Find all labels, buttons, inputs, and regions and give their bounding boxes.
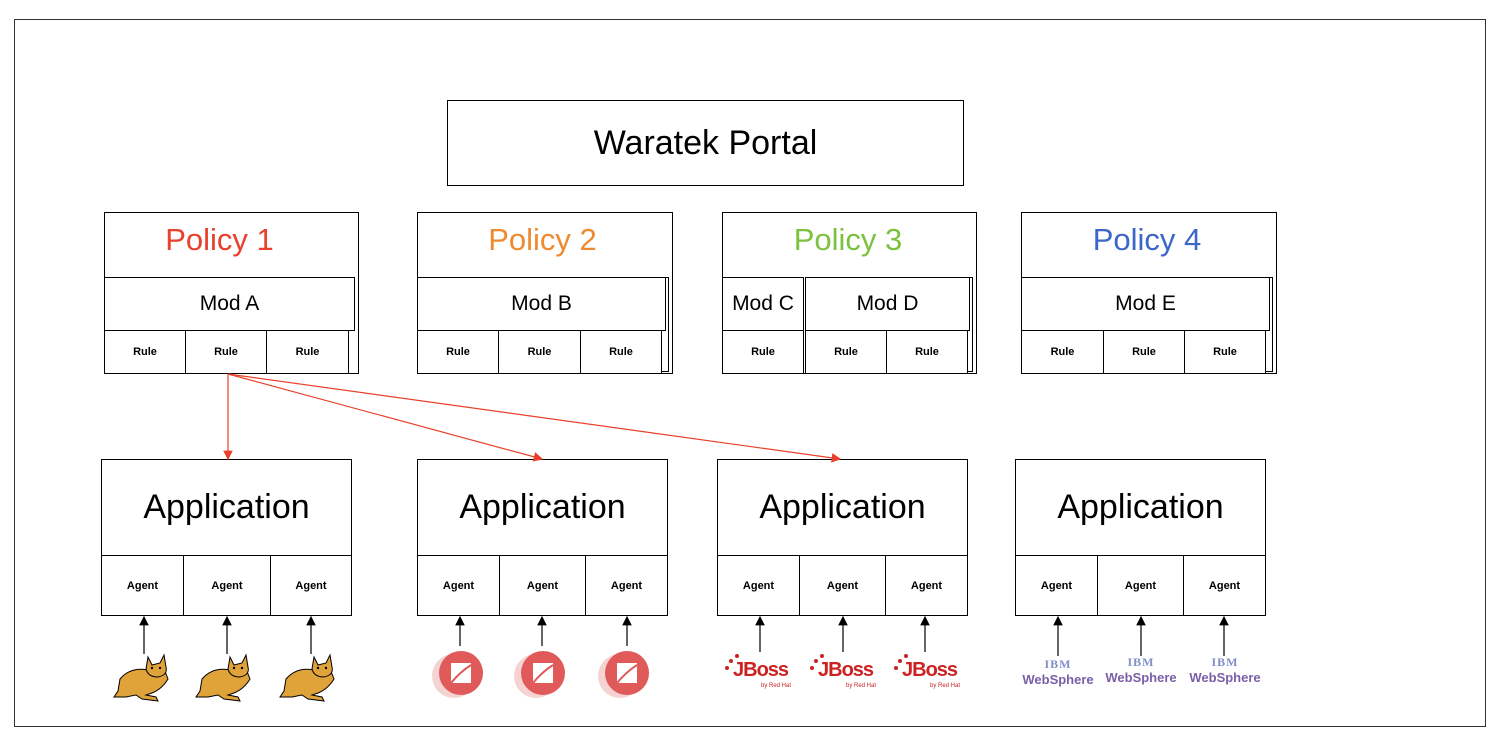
agent-cell: Agent xyxy=(101,555,184,616)
diagram-frame xyxy=(14,19,1486,727)
websphere-text: WebSphere xyxy=(1022,672,1094,687)
agent-cell: Agent xyxy=(585,555,668,616)
policy-connector-arrow xyxy=(227,373,842,463)
agent-cell: Agent xyxy=(885,555,968,616)
application-title: Application xyxy=(759,488,926,526)
application-box: Application xyxy=(717,459,968,556)
mod-d-box: Mod D xyxy=(805,277,970,331)
policy-4-title: Policy 4 xyxy=(1092,222,1202,257)
rule-cell: Rule xyxy=(722,330,804,374)
mod-e-box: Mod E xyxy=(1021,277,1270,331)
agent-cell: Agent xyxy=(1015,555,1098,616)
agent-cell: Agent xyxy=(417,555,500,616)
jboss-logo-sub: by Red Hat xyxy=(846,683,877,689)
mod-a-box: Mod A xyxy=(104,277,355,331)
rule-cell: Rule xyxy=(498,330,581,374)
websphere-logo: IBM WebSphere xyxy=(1101,655,1181,685)
rule-cell: Rule xyxy=(417,330,499,374)
mod-c-box: Mod C xyxy=(722,277,804,331)
policy-3-title: Policy 3 xyxy=(793,222,903,257)
application-title: Application xyxy=(459,488,626,526)
tomcat-icon xyxy=(113,653,169,702)
mod-label: Mod D xyxy=(856,292,919,315)
agent-cell: Agent xyxy=(270,555,352,616)
mod-b-box: Mod B xyxy=(417,277,666,331)
rule-cell: Rule xyxy=(185,330,267,374)
tomcat-icon xyxy=(279,653,335,702)
jboss-logo: JBoss by Red Hat xyxy=(723,653,803,697)
application-title: Application xyxy=(143,488,310,526)
agent-cell: Agent xyxy=(717,555,800,616)
jboss-logo-sub: by Red Hat xyxy=(761,683,792,689)
websphere-logo: IBM WebSphere xyxy=(1018,657,1098,687)
policy-2-title: Policy 2 xyxy=(488,222,597,257)
tomcat-icon xyxy=(195,653,251,702)
ibm-text: IBM xyxy=(1044,657,1072,671)
ibm-text: IBM xyxy=(1211,655,1239,669)
websphere-logo: IBM WebSphere xyxy=(1185,655,1265,685)
ibm-text: IBM xyxy=(1127,655,1155,669)
rule-cell: Rule xyxy=(886,330,968,374)
jboss-dots xyxy=(725,654,908,670)
red-circle-server-icon xyxy=(432,651,483,698)
mod-label: Mod E xyxy=(1115,292,1176,315)
agent-cell: Agent xyxy=(1183,555,1266,616)
rule-cell: Rule xyxy=(1184,330,1266,374)
rule-cell: Rule xyxy=(266,330,349,374)
red-circle-server-icon xyxy=(514,651,565,698)
policy-connector-arrow xyxy=(227,373,544,462)
red-circle-server-icon xyxy=(598,651,649,698)
policy-1-title: Policy 1 xyxy=(165,222,274,257)
rule-cell: Rule xyxy=(104,330,186,374)
rule-cell: Rule xyxy=(580,330,662,374)
mod-label: Mod A xyxy=(199,292,260,315)
mod-label: Mod C xyxy=(732,292,794,315)
portal-title: Waratek Portal xyxy=(593,123,818,162)
portal-box: Waratek Portal xyxy=(447,100,964,186)
jboss-logo-sub: by Red Hat xyxy=(930,683,961,689)
jboss-logo-text: JBoss xyxy=(733,659,789,681)
rule-cell: Rule xyxy=(805,330,887,374)
jboss-logo-text: JBoss xyxy=(818,659,874,681)
websphere-text: WebSphere xyxy=(1189,670,1261,685)
agent-up-arrows xyxy=(139,615,1229,656)
jboss-logo: JBoss by Red Hat xyxy=(808,653,888,697)
mod-label: Mod B xyxy=(511,292,572,315)
agent-cell: Agent xyxy=(183,555,271,616)
application-box: Application xyxy=(101,459,352,556)
rule-cell: Rule xyxy=(1103,330,1185,374)
jboss-logo: JBoss by Red Hat xyxy=(892,653,972,697)
websphere-text: WebSphere xyxy=(1105,670,1177,685)
application-box: Application xyxy=(1015,459,1266,556)
jboss-logo-text: JBoss xyxy=(902,659,958,681)
application-title: Application xyxy=(1057,488,1224,526)
